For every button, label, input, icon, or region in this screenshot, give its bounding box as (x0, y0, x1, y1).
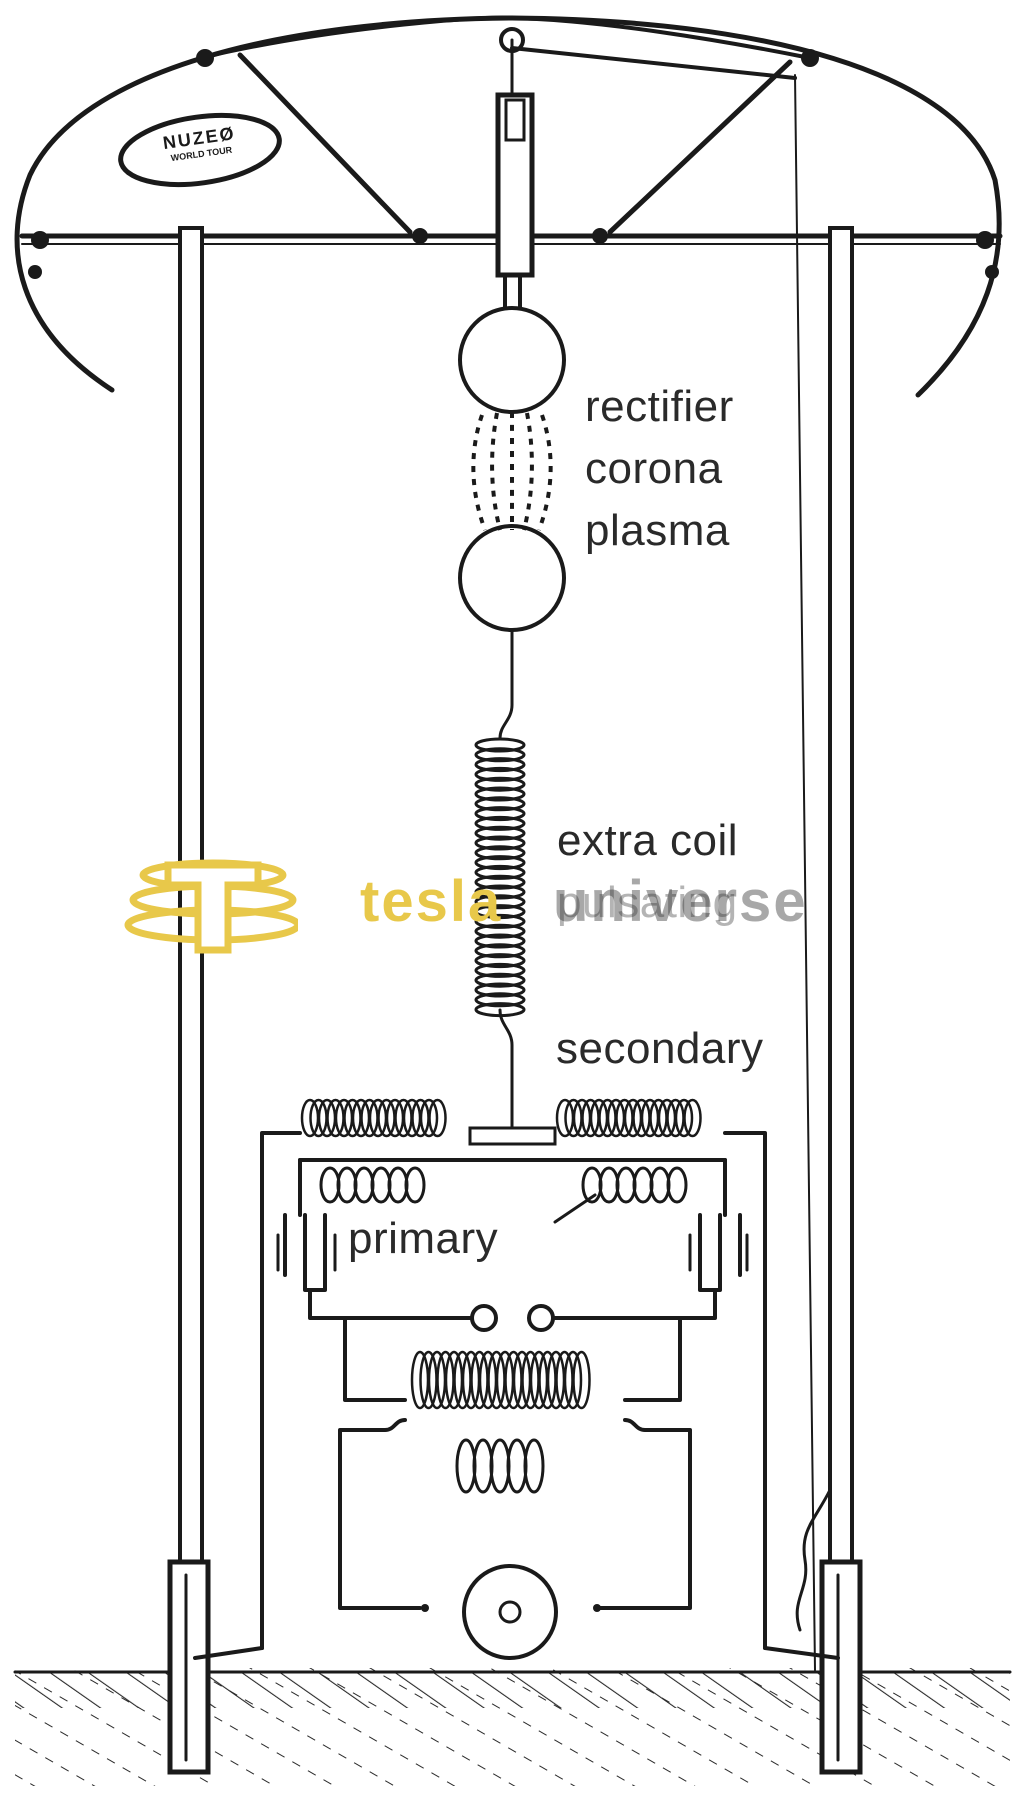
primary-coil-right (581, 1166, 688, 1204)
rectifier-label: rectifier corona plasma (585, 376, 734, 562)
primary-circuit (298, 1158, 727, 1402)
secondary-coil-right (555, 1098, 702, 1138)
prim-left-loop (404, 1166, 426, 1204)
extra-coil-loop (474, 972, 526, 988)
prim-left-loop (387, 1166, 409, 1204)
prim-left-loop (370, 1166, 392, 1204)
capacitor-left (276, 1213, 337, 1292)
extra-coil-loop (474, 786, 526, 802)
extra-coil-loop (474, 982, 526, 998)
poles (167, 226, 863, 1775)
extra-coil-loop (474, 874, 526, 890)
extra-coil-loop (474, 815, 526, 831)
prim-right-loop (598, 1166, 620, 1204)
transformer-box (193, 1126, 840, 1660)
badge (118, 112, 282, 188)
generator-circuit (338, 1418, 692, 1660)
extra-coil-label: extra coil (557, 816, 739, 865)
extra-coil-loop (474, 796, 526, 812)
watermark-logo-icon (124, 859, 298, 954)
extra-coil-loop (474, 913, 526, 929)
extra-coil-loop (474, 845, 526, 861)
extra-coil-loop (474, 943, 526, 959)
primary-coil-left (319, 1166, 426, 1204)
extra-coil-loop (474, 904, 526, 920)
sec-right-loop (683, 1098, 702, 1138)
capacitor-right (688, 1213, 749, 1292)
prim-right-loop (615, 1166, 637, 1204)
sec-right-loop (674, 1098, 694, 1138)
watermark-text-part2: universe (553, 869, 808, 934)
pulsating-label: pulsating (557, 878, 738, 927)
sec-left-loop (419, 1098, 439, 1138)
extra-coil-loop (474, 962, 526, 978)
extra-coil-loop (474, 884, 526, 900)
primary-label: primary (348, 1214, 499, 1263)
extra-coil-loop (474, 737, 526, 753)
secondary-coil-left (300, 1098, 447, 1138)
extra-coil-loop (474, 776, 526, 792)
secondary-label: secondary (556, 1024, 764, 1073)
lower-prim-loop (455, 1438, 477, 1494)
extra-coil-loop (474, 923, 526, 939)
extra-coil-loop (474, 855, 526, 871)
extra-coil (474, 737, 526, 1018)
prim-right-loop (632, 1166, 654, 1204)
sec-left-loop (428, 1098, 447, 1138)
prim-left-loop (353, 1166, 375, 1204)
lower-prim-loop (523, 1438, 545, 1494)
lower-transformer-primary (455, 1438, 545, 1494)
prim-right-loop (666, 1166, 688, 1204)
extra-coil-loop (474, 953, 526, 969)
watermark-text-part1: tesla (360, 869, 503, 934)
extra-coil-loop (474, 835, 526, 851)
lower-prim-loop (489, 1438, 511, 1494)
lower-prim-loop (472, 1438, 494, 1494)
lower-prim-loop (506, 1438, 528, 1494)
lower-sec-loop (572, 1350, 591, 1410)
extra-coil-loop (474, 766, 526, 782)
extra-coil-loop (474, 864, 526, 880)
extra-coil-loop (474, 806, 526, 822)
terminal-rod (495, 38, 535, 312)
label-line-corona: corona (585, 444, 723, 493)
prim-right-loop (649, 1166, 671, 1204)
label-line-plasma: plasma (585, 506, 730, 555)
prim-left-loop (319, 1166, 341, 1204)
rectifier-spheres (458, 306, 566, 740)
extra-coil-loop (474, 747, 526, 763)
extra-coil-loop (474, 992, 526, 1008)
prim-left-loop (336, 1166, 358, 1204)
extra-coil-loop (474, 825, 526, 841)
lower-transformer-secondary (410, 1350, 591, 1410)
extra-coil-loop (474, 894, 526, 910)
extra-coil-loop (474, 757, 526, 773)
lower-sec-loop (563, 1350, 583, 1410)
extra-coil-loop (474, 933, 526, 949)
label-line-rectifier: rectifier (585, 382, 734, 431)
